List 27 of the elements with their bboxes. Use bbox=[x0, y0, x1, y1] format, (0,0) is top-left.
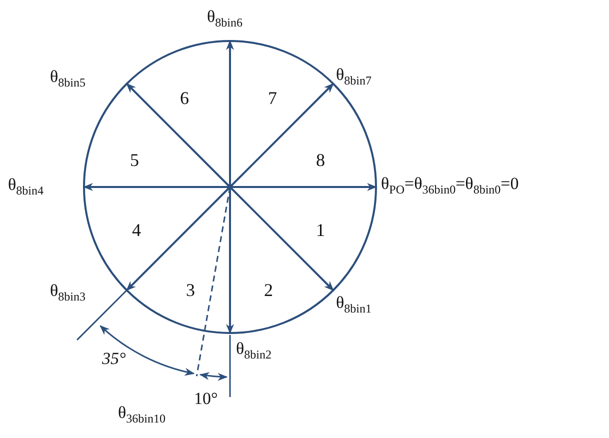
sector-number: 2 bbox=[264, 280, 273, 301]
arrow bbox=[83, 183, 230, 191]
angle-label: θ$_{8bin2}$ bbox=[236, 340, 272, 362]
arrow bbox=[126, 83, 231, 188]
sector-number: 1 bbox=[316, 220, 325, 241]
angle-label: θ$_{8bin1}$ bbox=[336, 294, 372, 316]
angle-label: θ$_{8bin5}$ bbox=[50, 68, 86, 90]
arrow bbox=[226, 187, 234, 334]
arrow bbox=[126, 186, 231, 291]
arrow bbox=[226, 40, 234, 187]
arrow bbox=[229, 186, 334, 291]
sector-number: 5 bbox=[130, 150, 139, 171]
angle-label: θ$_{8bin6}$ bbox=[207, 8, 242, 30]
angle-label: θ$_{8bin3}$ bbox=[50, 282, 86, 304]
sector-number: 6 bbox=[180, 88, 189, 109]
arrow bbox=[230, 183, 377, 191]
angle-value: 35° bbox=[102, 350, 126, 369]
sector-number: 8 bbox=[316, 150, 325, 171]
sector-number: 3 bbox=[186, 280, 195, 301]
angle-value: 10° bbox=[194, 390, 218, 409]
angle-label: θ$_{8bin7}$ bbox=[336, 66, 372, 88]
angle-label: θ$_{PO}$=θ$_{36bin0}$=θ$_{8bin0}$=0 bbox=[381, 175, 519, 197]
angle-label: θ$_{8bin4}$ bbox=[8, 176, 44, 198]
angle-label: θ$_{36bin10}$ bbox=[118, 404, 166, 426]
arrow bbox=[229, 83, 334, 188]
sector-number: 4 bbox=[132, 220, 141, 241]
sector-number: 7 bbox=[268, 88, 277, 109]
